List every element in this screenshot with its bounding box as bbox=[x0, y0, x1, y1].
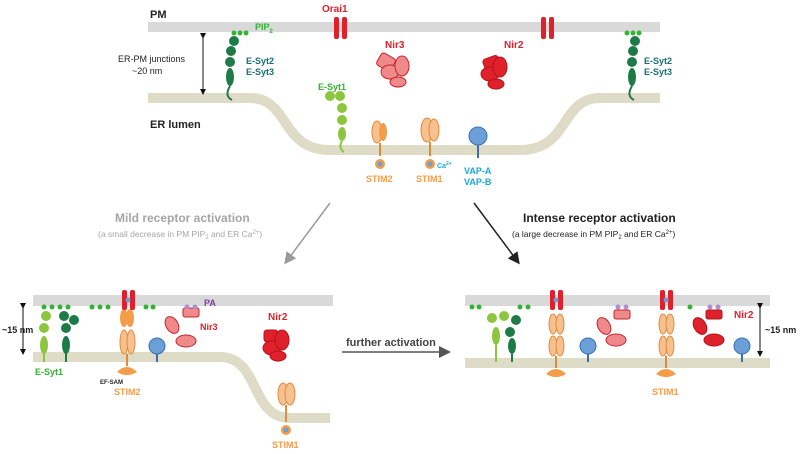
nir3-protein bbox=[164, 307, 200, 348]
stim2-label: STIM2 bbox=[114, 387, 141, 397]
orai1-channel bbox=[122, 290, 135, 310]
plasma-membrane bbox=[148, 22, 660, 32]
pa-label: PA bbox=[204, 298, 216, 308]
stim1-protein bbox=[546, 313, 566, 377]
nir3-protein bbox=[376, 52, 410, 88]
nir3-protein bbox=[596, 309, 631, 347]
intense-activation-panel: ~15 nm bbox=[465, 290, 796, 397]
esyt3-label: E-Syt3 bbox=[644, 67, 672, 77]
pa-lipids bbox=[615, 304, 629, 310]
er-lumen-label: ER lumen bbox=[150, 119, 201, 131]
orai1-channel bbox=[660, 290, 673, 310]
vap-protein bbox=[733, 337, 751, 362]
esyt1-protein bbox=[39, 311, 51, 362]
esyt2-protein bbox=[505, 315, 521, 362]
esyt2-protein bbox=[225, 36, 239, 101]
esyt3-label: E-Syt3 bbox=[246, 67, 274, 77]
esyt2-label: E-Syt2 bbox=[246, 56, 274, 66]
stim1-label: STIM1 bbox=[416, 174, 443, 184]
nir2-protein bbox=[262, 329, 290, 362]
er-membrane bbox=[148, 93, 660, 155]
stim1-protein bbox=[656, 313, 676, 377]
pip2-label: PIP2 bbox=[255, 22, 274, 35]
stim1-label: STIM1 bbox=[272, 440, 299, 450]
esyt2-label: E-Syt2 bbox=[644, 56, 672, 66]
pm-label: PM bbox=[150, 9, 167, 21]
stim2-label: STIM2 bbox=[366, 174, 393, 184]
ef-sam-label: EF-SAM bbox=[100, 380, 123, 386]
junction-label-line1: ER-PM junctions bbox=[118, 54, 186, 64]
stim1-protein bbox=[420, 117, 440, 169]
pip2-lipids bbox=[624, 30, 642, 36]
esyt1-protein bbox=[487, 311, 509, 362]
vapb-label: VAP-B bbox=[464, 177, 492, 187]
fifteen-nm-label: ~15 nm bbox=[2, 325, 33, 335]
further-activation-label: further activation bbox=[346, 337, 436, 349]
nir2-protein bbox=[480, 55, 508, 90]
orai1-channel bbox=[334, 17, 347, 39]
nir2-label: Nir2 bbox=[268, 312, 288, 323]
nir3-label: Nir3 bbox=[385, 40, 405, 51]
vap-protein bbox=[148, 337, 166, 362]
orai1-label: Orai1 bbox=[322, 4, 348, 15]
intense-activation-title: Intense receptor activation bbox=[523, 211, 676, 225]
pa-lipids bbox=[707, 304, 721, 310]
er-membrane bbox=[465, 358, 770, 368]
pa-lipids bbox=[184, 304, 198, 310]
pip2-lipids bbox=[469, 304, 693, 310]
mild-activation-title: Mild receptor activation bbox=[115, 211, 250, 225]
er-membrane bbox=[33, 352, 330, 423]
esyt1-label: E-Syt1 bbox=[318, 82, 346, 92]
plasma-membrane bbox=[465, 295, 770, 306]
nir2-label: Nir2 bbox=[734, 310, 754, 321]
esyt2-protein bbox=[59, 311, 79, 362]
orai1-channel bbox=[550, 290, 563, 310]
nir2-protein bbox=[692, 309, 725, 347]
stim1-label: STIM1 bbox=[652, 387, 679, 397]
esyt2-protein bbox=[627, 36, 640, 101]
vapa-label: VAP-A bbox=[464, 166, 492, 176]
mild-activation-arrow bbox=[284, 202, 331, 265]
stim2-protein bbox=[371, 120, 387, 169]
plasma-membrane bbox=[33, 295, 333, 306]
nir2-label: Nir2 bbox=[504, 40, 524, 51]
esyt1-label: E-Syt1 bbox=[35, 367, 63, 377]
ca-label: Ca2+ bbox=[437, 161, 452, 170]
fifteen-nm-label: ~15 nm bbox=[765, 325, 796, 335]
pip2-lipids bbox=[231, 30, 249, 36]
orai1-channel bbox=[541, 17, 554, 39]
top-panel: PM Orai1 ER lumen ER-PM junctions ~20 nm… bbox=[118, 4, 672, 187]
stim1-protein bbox=[277, 382, 296, 435]
intense-activation-arrow bbox=[473, 202, 520, 265]
esyt1-protein bbox=[325, 91, 347, 153]
vap-protein bbox=[468, 126, 488, 158]
junction-label-line2: ~20 nm bbox=[132, 66, 162, 76]
mild-activation-panel: ~15 nm E-Syt1 bbox=[2, 290, 333, 450]
vap-protein bbox=[579, 337, 597, 362]
pip2-lipids bbox=[41, 304, 156, 310]
stim2-protein bbox=[117, 309, 137, 375]
intense-activation-subtitle: (a large decrease in PM PIP2 and ER Ca2+… bbox=[512, 229, 675, 241]
nir3-label: Nir3 bbox=[200, 322, 218, 332]
mild-activation-subtitle: (a small decrease in PM PIP2 and ER Ca2+… bbox=[98, 229, 262, 241]
